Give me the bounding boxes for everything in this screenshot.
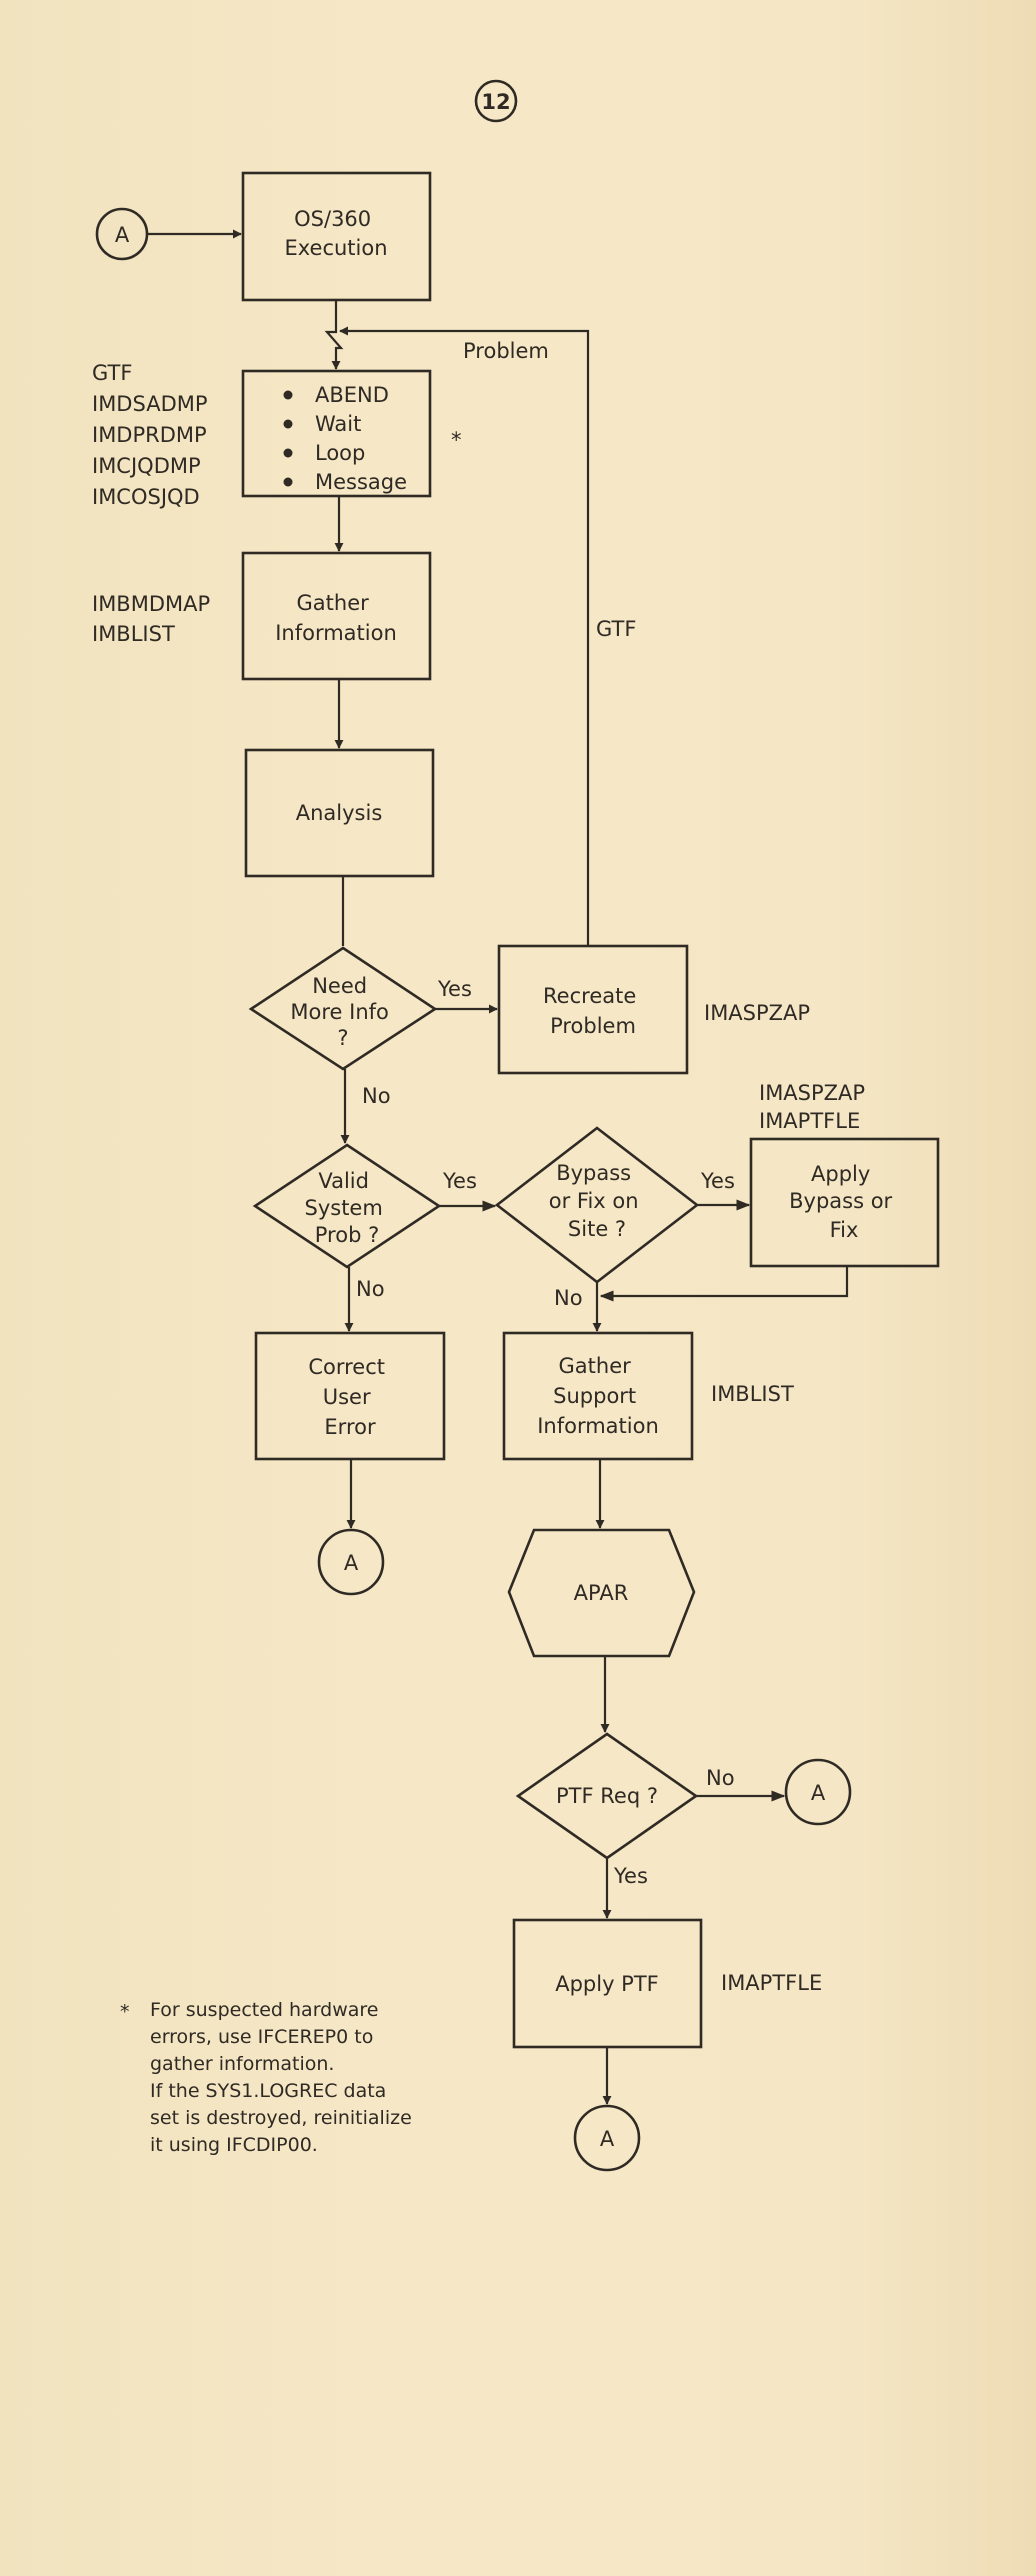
- node-analysis: [244, 748, 435, 878]
- decision-valid-system-prob-text: Valid System Prob ?: [305, 1169, 390, 1247]
- edge-label-yes-bypass: Yes: [700, 1169, 735, 1193]
- edge-recreate-feedback: [339, 326, 590, 946]
- edge-label-yes-valid: Yes: [442, 1169, 477, 1193]
- edge-label-no-valid: No: [356, 1277, 385, 1301]
- node-gather-support-information-text: Gather Support Information: [537, 1354, 659, 1438]
- node-recreate-problem: [497, 944, 689, 1075]
- edge-os360-to-symptoms: [324, 300, 344, 370]
- edge-apply-bypass-return: [599, 1266, 849, 1302]
- node-analysis-text: Analysis: [296, 801, 383, 825]
- connector-a-top-label: A: [115, 223, 130, 247]
- connector-a-bottom: [573, 2104, 641, 2172]
- node-gather-information-text: Gather Information: [275, 591, 397, 645]
- edge-label-no-ptf: No: [706, 1766, 735, 1790]
- decision-ptf-req-text: PTF Req ?: [556, 1784, 658, 1808]
- page-number-circle: [474, 79, 518, 123]
- edge-label-problem: Problem: [463, 339, 549, 363]
- page-number: 12: [481, 90, 510, 114]
- node-os360-execution-text: OS/360 Execution: [284, 207, 387, 260]
- decision-bypass-or-fix-text: Bypass or Fix on Site ?: [549, 1161, 646, 1241]
- tools-apply-fix: IMASPZAP IMAPTFLE: [759, 1081, 872, 1133]
- connector-a-ptf-label: A: [811, 1781, 826, 1805]
- node-gather-information: [241, 551, 432, 681]
- edge-label-yes-need-info: Yes: [437, 977, 472, 1001]
- symptom-message: Message: [315, 470, 407, 494]
- node-recreate-problem-text: Recreate Problem: [543, 984, 643, 1038]
- symptom-abend: ABEND: [315, 383, 389, 407]
- connector-a-ptf: [784, 1758, 852, 1826]
- connector-a-user-error-label: A: [344, 1551, 359, 1575]
- node-correct-user-error-text: Correct User Error: [308, 1355, 391, 1439]
- decision-need-more-info-text: Need More Info ?: [290, 974, 395, 1050]
- node-apply-ptf-text: Apply PTF: [555, 1972, 659, 1996]
- tool-support: IMBLIST: [711, 1382, 794, 1406]
- tool-recreate: IMASPZAP: [704, 1001, 810, 1025]
- edge-label-yes-ptf: Yes: [613, 1864, 648, 1888]
- tools-symptoms: GTF IMDSADMP IMDPRDMP IMCJQDMP IMCOSJQD: [92, 361, 214, 509]
- node-apar-text: APAR: [574, 1581, 629, 1605]
- bullet-wait: [283, 419, 293, 429]
- symptom-wait: Wait: [315, 412, 361, 436]
- edge-label-no-bypass: No: [554, 1286, 583, 1310]
- edge-label-no-need-info: No: [362, 1084, 391, 1108]
- footnote-asterisk: *: [120, 2001, 130, 2023]
- bullet-loop: [283, 448, 293, 458]
- node-symptoms: [241, 369, 432, 498]
- connector-a-user-error: [317, 1528, 385, 1596]
- decision-need-more-info: [248, 946, 438, 1071]
- tools-gather: IMBMDMAP IMBLIST: [92, 592, 217, 646]
- edge-label-gtf: GTF: [596, 617, 636, 641]
- connector-a-bottom-label: A: [600, 2127, 615, 2151]
- node-apply-bypass-or-fix: [749, 1137, 940, 1268]
- footnote-text: For suspected hardware errors, use IFCER…: [150, 1999, 418, 2156]
- asterisk-marker: *: [451, 428, 462, 452]
- node-apar: [507, 1528, 696, 1658]
- bullet-message: [283, 477, 293, 487]
- tool-ptf: IMAPTFLE: [721, 1971, 822, 1995]
- node-gather-support-information: [502, 1331, 694, 1461]
- symptom-loop: Loop: [315, 441, 365, 465]
- bullet-abend: [283, 390, 293, 400]
- decision-valid-system-prob: [252, 1143, 442, 1269]
- node-apply-bypass-or-fix-text: Apply Bypass or Fix: [789, 1162, 899, 1242]
